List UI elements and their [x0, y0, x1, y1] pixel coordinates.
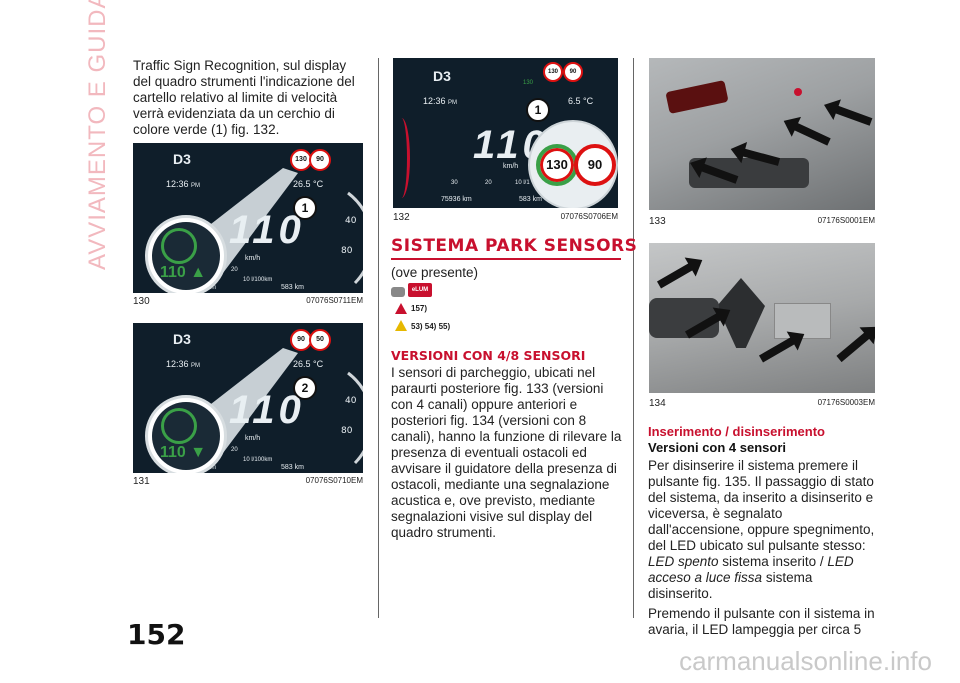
scale-label: 30: [451, 180, 458, 186]
elum-icon: eLUM: [391, 283, 433, 299]
speed-limit-sign: 50: [309, 329, 331, 351]
figure-133-rear-bumper-photo: [649, 58, 875, 210]
figure-132-dashboard: D3 12:36 PM 6.5 °C 110 km/h 30 20 10 l/1…: [393, 58, 618, 208]
outside-temp: 6.5 °C: [568, 96, 594, 106]
svg-text:80: 80: [341, 426, 353, 436]
drive-mode: D3: [173, 331, 191, 347]
odometer: 583 km: [281, 464, 304, 471]
speed-unit: km/h: [245, 255, 261, 262]
sensor-arrow: [836, 330, 873, 363]
scale-label: 20: [485, 180, 492, 186]
scale-label: 10 l/1: [515, 180, 530, 186]
figure-number: 130: [133, 296, 150, 307]
speed-limit-sign: 90: [309, 149, 331, 171]
section-rule: [391, 258, 621, 260]
figure-code: 07076S0710EM: [305, 476, 363, 485]
trip-odometer: 75936 km: [441, 196, 472, 203]
figure-131-caption: 131 07076S0710EM: [133, 476, 363, 487]
tsr-speed: 110 ▼: [160, 444, 207, 461]
subsection-heading: Inserimento / disinserimento: [648, 424, 825, 439]
intro-paragraph: Traffic Sign Recognition, sul display de…: [133, 58, 365, 142]
figure-code: 07076S0711EM: [306, 296, 363, 305]
clock: 12:36 PM: [166, 359, 201, 369]
tsr-speed: 110 ▲: [160, 264, 207, 281]
tsr-icon: [161, 228, 197, 264]
note-reference: 157): [411, 304, 428, 313]
section-title: SISTEMA PARK SENSORS: [391, 236, 638, 256]
speed-unit: km/h: [503, 163, 519, 170]
figure-134-front-bumper-photo: [649, 243, 875, 393]
figure-number: 134: [649, 398, 666, 409]
column-divider: [378, 58, 379, 618]
warning-reference: 53) 54) 55): [411, 322, 451, 331]
callout-marker: 2: [293, 376, 317, 400]
scale-label: 20: [231, 447, 238, 453]
figure-code: 07076S0706EM: [560, 212, 618, 221]
small-speed: 130: [523, 80, 534, 86]
speed-limit-sign: 130: [543, 62, 563, 82]
speed-unit: km/h: [245, 435, 261, 442]
figure-133-caption: 133 07176S0001EM: [649, 216, 875, 227]
outside-temp: 26.5 °C: [293, 359, 324, 369]
odometer: 583 km: [281, 284, 304, 291]
recognized-sign: 130: [536, 144, 578, 186]
zoom-circle: 110 ▲: [145, 215, 227, 293]
drive-mode: D3: [173, 151, 191, 167]
callout-marker: 1: [293, 196, 317, 220]
brand-badge: [794, 88, 802, 96]
speed-limit-sign: 90: [563, 62, 583, 82]
figure-number: 132: [393, 212, 410, 223]
zoom-circle: 130 90: [528, 120, 618, 208]
intro-text: Traffic Sign Recognition, sul display de…: [133, 58, 355, 137]
scale-label: 20: [231, 267, 238, 273]
paragraph-1: Per disinserire il sistema premere il pu…: [648, 458, 875, 601]
sensor-arrow: [832, 104, 873, 126]
drive-mode: D3: [433, 68, 451, 84]
figure-number: 133: [649, 216, 666, 227]
sensor-arrow: [657, 261, 696, 289]
section-paragraph: I sensori di parcheggio, ubicati nel par…: [391, 365, 623, 545]
paragraph-2: Premendo il pulsante con il sistema in a…: [648, 606, 875, 637]
callout-marker: 1: [526, 98, 550, 122]
caution-icon: [395, 320, 407, 331]
page-number: 152: [127, 618, 186, 651]
section-text: I sensori di parcheggio, ubicati nel par…: [391, 365, 622, 540]
speed-limit-sign: 90: [574, 144, 616, 186]
consumption: 10 l/100km: [243, 457, 273, 463]
tsr-icon: [161, 408, 197, 444]
figure-131-dashboard: D3 12:36 PM 26.5 °C 110 km/h 10 l/100km …: [133, 323, 363, 473]
outside-temp: 26.5 °C: [293, 179, 324, 189]
warning-icon: [395, 303, 407, 314]
figure-130-caption: 130 07076S0711EM: [133, 296, 363, 307]
left-gauge-arc: [393, 118, 410, 198]
svg-text:80: 80: [341, 246, 353, 256]
figure-130-dashboard: D3 12:36 PM 26.5 °C 110 km/h 10 l/100km …: [133, 143, 363, 293]
column-divider: [633, 58, 634, 618]
watermark: carmanualsonline.info: [679, 646, 932, 676]
col3-paragraphs: Per disinserire il sistema premere il pu…: [648, 458, 878, 642]
figure-number: 131: [133, 476, 150, 487]
odometer: 583 km: [519, 196, 542, 203]
sensor-arrow: [791, 121, 831, 146]
figure-134-caption: 134 07176S0003EM: [649, 398, 875, 409]
sidebar-chapter-title: AVVIAMENTO E GUIDA: [84, 0, 111, 270]
figure-132-caption: 132 07076S0706EM: [393, 212, 618, 223]
zoom-circle: 110 ▼: [145, 395, 227, 473]
clock: 12:36 PM: [423, 96, 458, 106]
tail-light: [665, 80, 729, 114]
subsection-subheading: Versioni con 4 sensori: [648, 440, 786, 455]
sensor-arrow: [759, 335, 798, 363]
figure-code: 07176S0003EM: [817, 398, 875, 407]
svg-text:40: 40: [345, 396, 357, 406]
section-subtitle: (ove presente): [391, 265, 479, 280]
subsection-title: VERSIONI CON 4/8 SENSORI: [391, 348, 586, 363]
clock: 12:36 PM: [166, 179, 201, 189]
figure-code: 07176S0001EM: [817, 216, 875, 225]
svg-text:40: 40: [345, 216, 357, 226]
consumption: 10 l/100km: [243, 277, 273, 283]
